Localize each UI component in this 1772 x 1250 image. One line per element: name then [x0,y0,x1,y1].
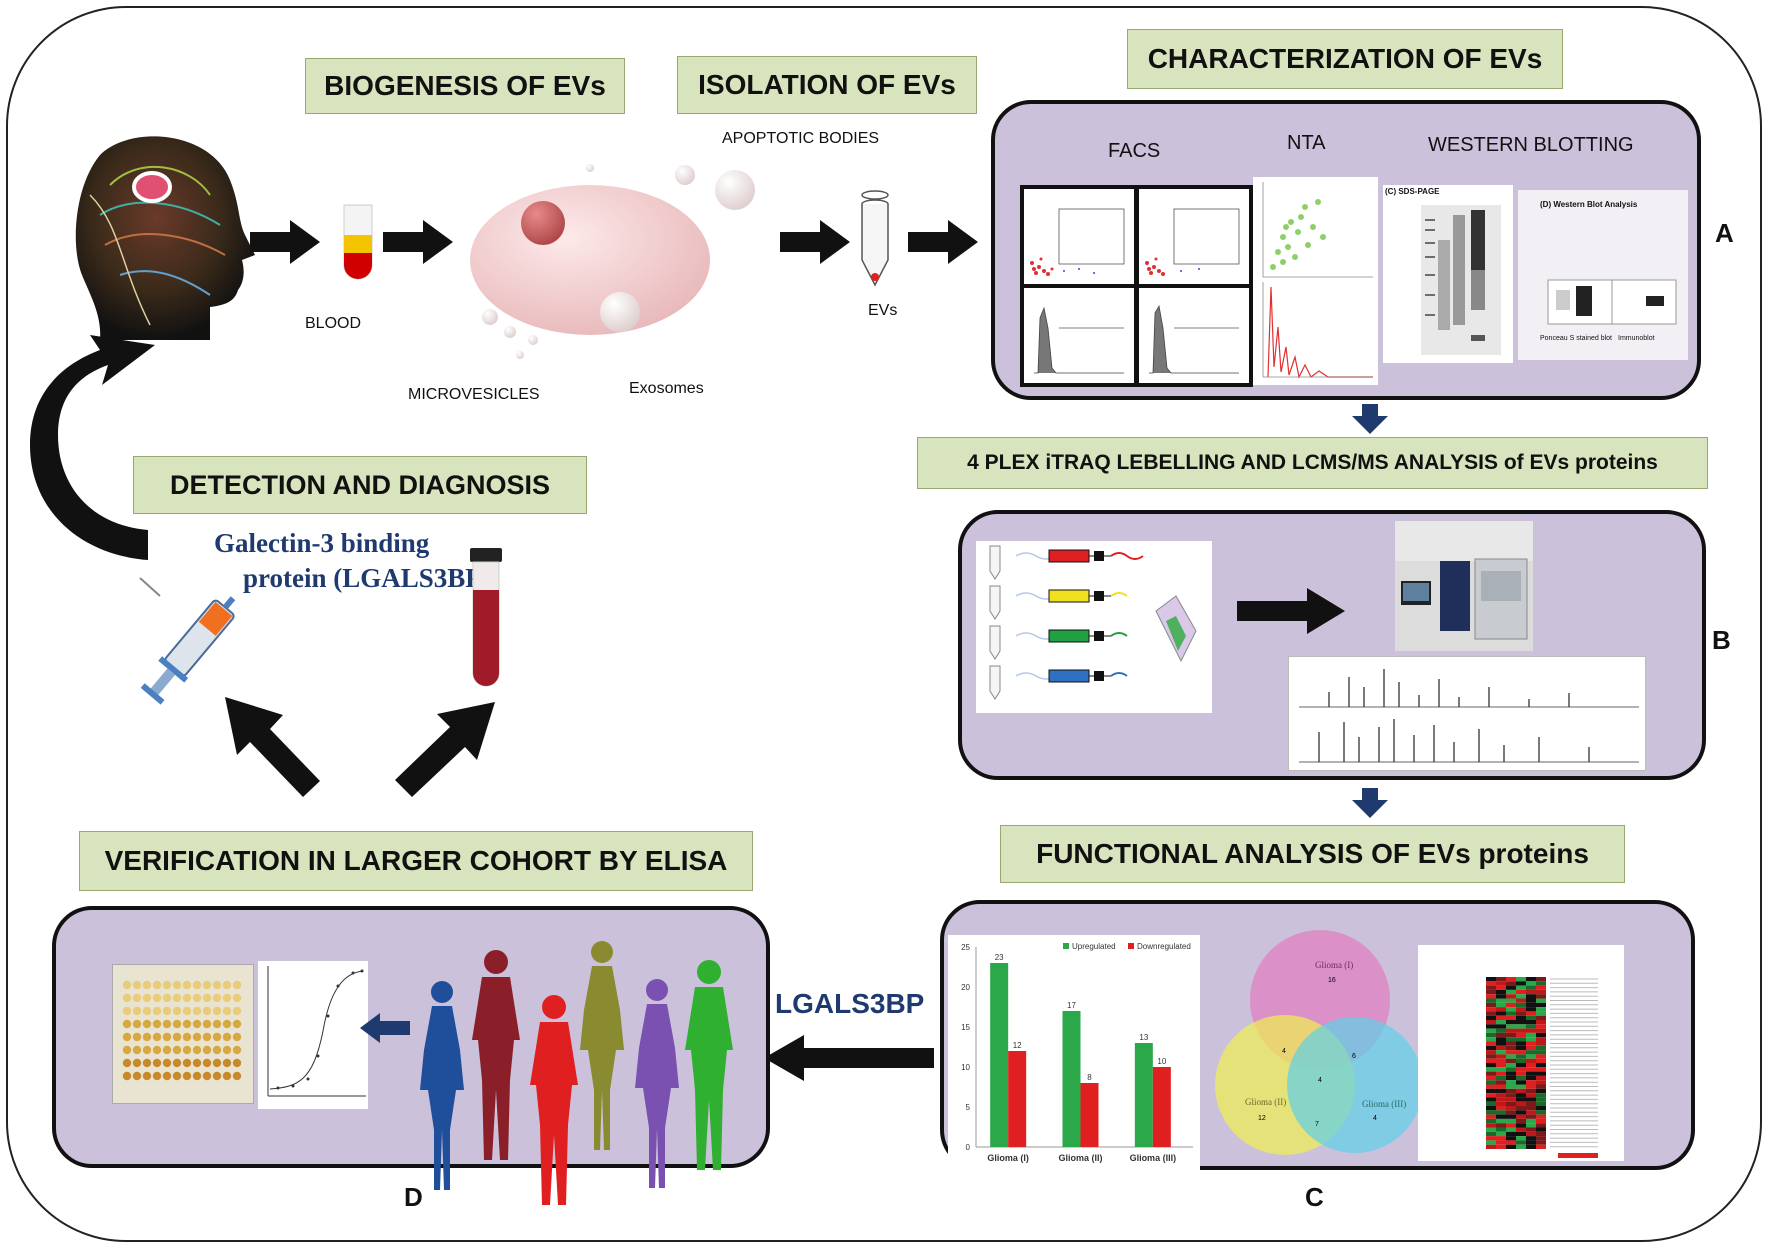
nta-plot [1253,177,1378,385]
bar-upregulated [990,963,1009,1147]
bar-chart-y-tick: 10 [961,1063,970,1072]
vesicles-illustration [470,164,755,359]
western-blotting-label: WESTERN BLOTTING [1428,134,1634,156]
nta-label: NTA [1287,132,1326,154]
elisa-standard-curve [258,961,368,1109]
venn-diagram: Glioma (I) Glioma (II) Glioma (III) 16 1… [1215,930,1423,1155]
arrow-head-to-blood [250,220,320,264]
title-characterization: CHARACTERIZATION OF EVs [1127,29,1563,89]
arrow-people-to-elisa [360,1013,410,1043]
evs-label: EVs [868,302,898,319]
blood-label: BLOOD [305,315,362,332]
bar-data-label: 23 [995,953,1004,962]
wb-analysis-label: (D) Western Blot Analysis [1540,200,1638,209]
arrow-functional-to-verification [764,1035,934,1081]
venn-value-all: 4 [1318,1077,1322,1084]
bar-data-label: 17 [1067,1001,1076,1010]
ev-tube-icon [861,190,889,287]
people-silhouettes-icon [420,941,733,1205]
bar-chart-category-label: Glioma (III) [1130,1153,1177,1163]
arrow-to-syringe [225,697,320,797]
exosomes-label: Exosomes [629,380,704,397]
bar-downregulated [1152,1067,1171,1147]
panel-d-label: D [404,1182,423,1212]
blood-tube-icon [343,204,373,280]
galectin-label-line1: Galectin-3 binding [214,528,430,558]
bar-downregulated [1008,1051,1027,1147]
title-functional: FUNCTIONAL ANALYSIS OF EVs proteins [1000,825,1625,883]
bar-data-label: 13 [1139,1033,1148,1042]
venn-value-ii-iii: 7 [1315,1121,1319,1128]
elisa-plate-icon [112,964,254,1104]
ms-spectrum [1288,656,1646,771]
panel-b-label: B [1712,625,1731,655]
sds-page-label: (C) SDS-PAGE [1385,187,1440,196]
venn-value-i: 16 [1328,977,1336,984]
bar-chart-y-tick: 0 [966,1143,971,1152]
title-detection: DETECTION AND DIAGNOSIS [133,456,587,514]
bar-upregulated [1134,1043,1153,1147]
bar-upregulated [1062,1011,1081,1147]
legend-label: Upregulated [1072,942,1116,951]
bar-data-label: 12 [1013,1041,1022,1050]
venn-value-i-iii: 6 [1352,1053,1356,1060]
venn-value-ii: 12 [1258,1115,1266,1122]
title-verification: VERIFICATION IN LARGER COHORT BY ELISA [79,831,753,891]
arrow-evs-to-characterization [908,220,978,264]
legend-swatch [1128,943,1134,949]
facs-plots [1020,185,1253,387]
bar-chart-y-tick: 15 [961,1023,970,1032]
immunoblot-label: Immunoblot [1618,335,1655,342]
venn-label-ii: Glioma (II) [1245,1097,1286,1107]
bar-chart-y-tick: 20 [961,983,970,992]
arrow-blood-to-vesicles [383,220,453,264]
title-isolation: ISOLATION OF EVs [677,56,977,114]
arrow-vesicles-to-evs [780,220,850,264]
venn-value-iii: 4 [1373,1115,1377,1122]
ponceau-label: Ponceau S stained blot [1540,335,1612,342]
sds-page-gel: (C) SDS-PAGE [1383,185,1513,363]
title-biogenesis: BIOGENESIS OF EVs [305,58,625,114]
legend-label: Downregulated [1137,942,1191,951]
panel-c-label: C [1305,1182,1324,1212]
legend-swatch [1063,943,1069,949]
curved-arrow-to-head [30,335,155,560]
lgals3bp-arrow-label: LGALS3BP [775,988,925,1019]
bar-downregulated [1080,1083,1099,1147]
western-blot: (D) Western Blot Analysis Ponceau S stai… [1518,190,1688,360]
bar-chart-category-label: Glioma (II) [1058,1153,1102,1163]
microvesicles-label: MICROVESICLES [408,386,540,403]
panel-a-label: A [1715,218,1734,248]
syringe-icon [139,577,236,705]
apoptotic-bodies-label: APOPTOTIC BODIES [722,130,880,147]
arrow-to-tube [395,702,495,797]
arrow-b-to-functional [1352,788,1388,818]
mass-spec-instrument-icon [1395,521,1533,651]
bar-chart-category-label: Glioma (I) [987,1153,1029,1163]
brain-head-icon [75,136,255,340]
heatmap [1418,945,1624,1161]
sample-tube-icon [470,548,502,687]
venn-label-i: Glioma (I) [1315,960,1353,970]
bar-data-label: 10 [1157,1057,1166,1066]
title-itraq: 4 PLEX iTRAQ LEBELLING AND LCMS/MS ANALY… [917,437,1708,489]
venn-value-i-ii: 4 [1282,1048,1286,1055]
bar-chart-y-tick: 25 [961,943,970,952]
bar-chart-y-tick: 5 [966,1103,971,1112]
galectin-label-line2: protein (LGALS3BP) [243,563,491,593]
facs-label: FACS [1108,140,1161,162]
venn-label-iii: Glioma (III) [1362,1099,1406,1109]
itraq-labelling-diagram [976,541,1212,713]
bar-data-label: 8 [1087,1073,1092,1082]
arrow-label-to-ms [1237,588,1345,634]
outer-frame [6,6,1762,1242]
arrow-a-to-itraq [1352,404,1388,434]
